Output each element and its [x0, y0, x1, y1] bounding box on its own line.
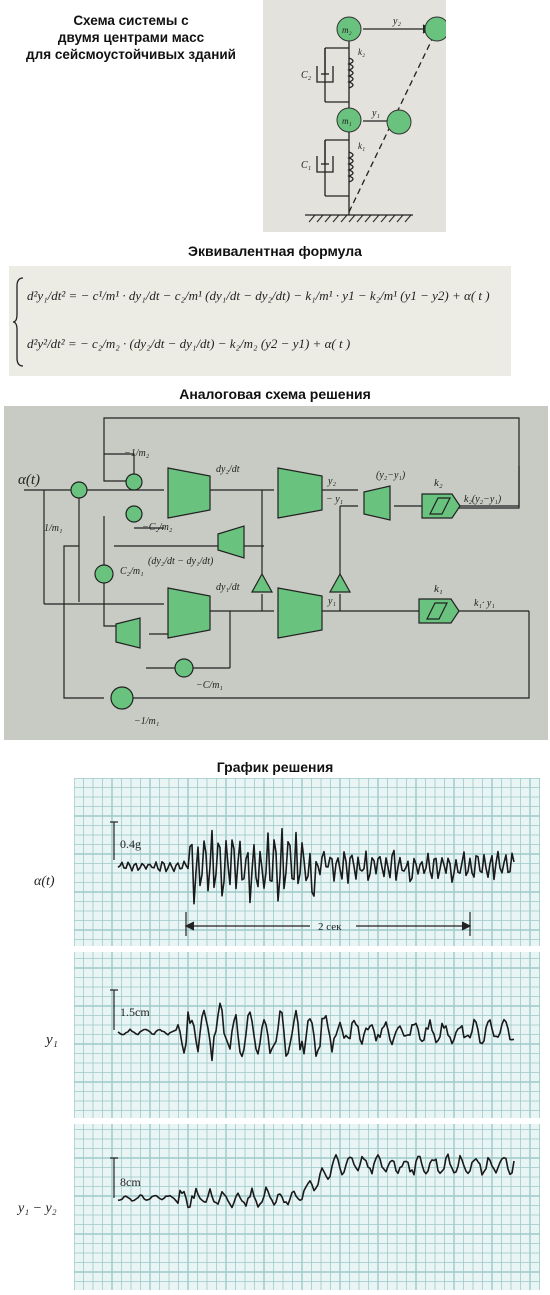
y2-minus-y1-label: (y₂−y₁) — [376, 470, 406, 481]
adder-rate-diff — [217, 525, 245, 559]
adder-y2-y1 — [363, 485, 391, 521]
two-mass-model-diagram: m₂ m₁ y₂ y₁ C₂ C₁ k₂ k₁ — [263, 0, 450, 232]
trace-y1-line — [117, 1002, 515, 1062]
k2-label: k₂ — [434, 477, 443, 489]
k2-output-label: k₂(y₂−y₁) — [464, 494, 502, 505]
analog-title: Аналоговая схема решения — [179, 386, 371, 402]
model-title-line: двумя центрами масс — [57, 30, 205, 45]
minus-y1-label: − y₁ — [326, 494, 343, 505]
k1-output-label: k₁· y₁ — [474, 598, 495, 609]
scale-alpha: 0.4g — [120, 837, 141, 851]
integrator-y2 — [277, 467, 323, 519]
y2-label: y₂ — [327, 476, 336, 487]
scale-y1-y2: 8cm — [120, 1175, 141, 1189]
trace-y1-y2-line — [117, 1153, 515, 1209]
inverter-2 — [328, 572, 352, 593]
displaced-mass-m2 — [424, 16, 450, 42]
integrator-dy2 — [167, 467, 211, 519]
mass-m2-label: m₂ — [342, 25, 352, 35]
coef-1-m1-bottom — [110, 686, 134, 710]
gain-neg-c2-m2-label: −C₂/m₂ — [142, 522, 173, 533]
nonlinear-k1 — [418, 598, 460, 624]
time-marker-label: 2 сек — [318, 921, 342, 933]
model-title-line: Схема системы с — [73, 13, 189, 28]
scale-y1: 1.5cm — [120, 1005, 150, 1019]
trace-labels: α(t) y₁ y₁ − y₂ — [0, 778, 74, 1290]
trace-alpha-line — [117, 828, 515, 905]
formula-line-2: d²y²/dt² = − c₂/m₂ · (dy₂/dt − dy₁/dt) −… — [27, 336, 351, 351]
gain-c2-m1-label: C₂/m₁ — [120, 566, 144, 577]
inverter-1 — [250, 572, 274, 593]
formula-title: Эквивалентная формула — [188, 243, 362, 259]
spring-k2-label: k₂ — [358, 47, 365, 57]
mass-m1-label: m₁ — [342, 116, 352, 126]
trace-label-alpha: α(t) — [34, 874, 55, 889]
rate-diff-label: (dy₂/dt − dy₁/dt) — [148, 556, 214, 567]
coef-c2-m1 — [94, 564, 114, 584]
coef-c2-m2 — [125, 505, 143, 523]
coef-1-m2 — [125, 473, 143, 491]
mass-m1 — [336, 107, 362, 133]
k1-label: k₁ — [434, 583, 443, 595]
coef-c-m1 — [174, 658, 194, 678]
mass-m2 — [336, 16, 362, 42]
input-alpha-label: α(t) — [18, 472, 40, 488]
damper-c1-label: C₁ — [301, 160, 311, 171]
equivalent-formula: d²y₁/dt² = − c¹/m¹ · dy₁/dt − c₂/m¹ (dy₁… — [9, 266, 511, 376]
adder-lower — [115, 617, 141, 649]
dy2dt-label: dy₂/dt — [216, 464, 240, 475]
model-title: Схема системы с двумя центрами масс для … — [0, 12, 262, 63]
damper-c2-label: C₂ — [301, 70, 312, 81]
plot-title: График решения — [216, 759, 334, 775]
spring-k1-label: k₁ — [358, 141, 365, 151]
integrator-y1 — [277, 587, 323, 639]
gain-neg-1-m2-label: −1/m₂ — [124, 448, 150, 459]
trace-label-y1-y2: y₁ − y₂ — [18, 1201, 57, 1216]
disp-y2-label: y₂ — [392, 16, 401, 27]
solution-graph: 0.4g 1.5cm 8cm 2 сек — [73, 777, 540, 1290]
model-title-line: для сейсмоустойчивых зданий — [26, 47, 236, 62]
coef-1-m1 — [70, 481, 88, 499]
integrator-dy1 — [167, 587, 211, 639]
analog-circuit-diagram: α(t) −1/m₂ −C₂/m₂ 1/m₁ C₂/m₁ −C/m₁ −1/m₁… — [4, 406, 548, 740]
gain-1-m1-label: 1/m₁ — [44, 523, 62, 534]
gain-neg-1-m1-label: −1/m₁ — [134, 716, 159, 727]
displaced-mass-m1 — [386, 109, 412, 135]
dy1dt-label: dy₁/dt — [216, 582, 240, 593]
gain-neg-c-m1-label: −C/m₁ — [196, 680, 223, 691]
disp-y1-label: y₁ — [371, 108, 380, 119]
trace-label-y1: y₁ — [46, 1032, 58, 1048]
y1-label: y₁ — [327, 596, 336, 607]
formula-line-1: d²y₁/dt² = − c¹/m¹ · dy₁/dt − c₂/m¹ (dy₁… — [27, 288, 490, 303]
